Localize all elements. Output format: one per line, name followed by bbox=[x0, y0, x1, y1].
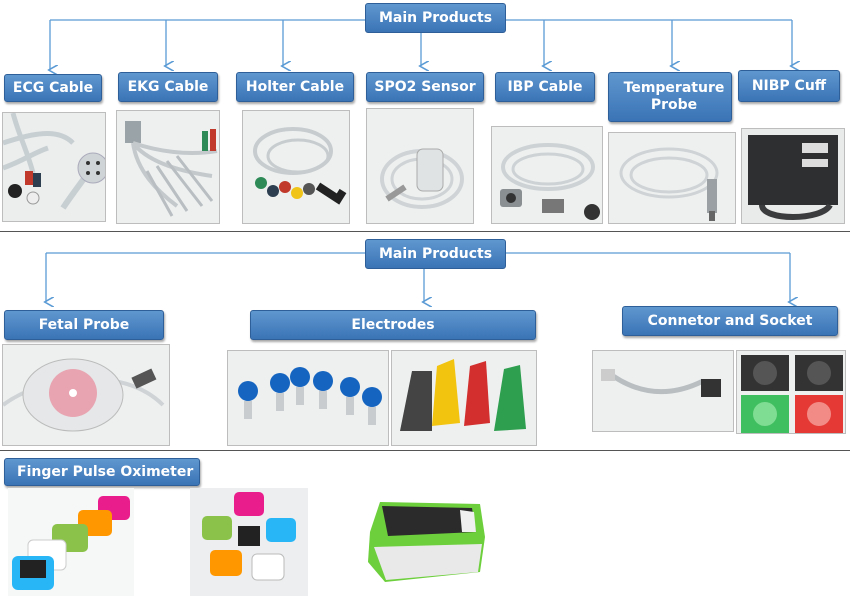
ekg-cable-header: EKG Cable bbox=[118, 72, 218, 102]
fetal-probe-header: Fetal Probe bbox=[4, 310, 164, 340]
temperature-probe-header: Temperature Probe bbox=[608, 72, 732, 122]
ibp-cable-label: IBP Cable bbox=[507, 78, 583, 95]
nibp-cuff-label: NIBP Cuff bbox=[751, 77, 827, 94]
fetal-probe-image bbox=[2, 344, 170, 446]
section2-arrows bbox=[0, 252, 850, 318]
ekg-cable-image bbox=[116, 110, 220, 224]
section1-main-products-header: Main Products bbox=[365, 3, 506, 33]
oximeter-group-image-1 bbox=[8, 488, 134, 596]
holter-cable-header: Holter Cable bbox=[236, 72, 354, 102]
oximeter-single-image bbox=[360, 492, 490, 588]
holter-cable-label: Holter Cable bbox=[245, 78, 345, 95]
ekg-cable-label: EKG Cable bbox=[127, 78, 209, 95]
electrodes-ball-image bbox=[227, 350, 389, 446]
section2-main-products-header: Main Products bbox=[365, 239, 506, 269]
holter-cable-image bbox=[242, 110, 350, 224]
section2-title: Main Products bbox=[378, 246, 493, 262]
electrodes-clip-image bbox=[391, 350, 537, 446]
section1-arrows bbox=[0, 19, 850, 240]
oximeter-group-image-2 bbox=[190, 488, 308, 596]
electrodes-label: Electrodes bbox=[351, 316, 435, 333]
section-divider-2 bbox=[0, 450, 850, 451]
connector-sockets-image bbox=[736, 350, 846, 434]
fetal-probe-label: Fetal Probe bbox=[38, 316, 130, 333]
ibp-cable-header: IBP Cable bbox=[495, 72, 595, 102]
spo2-sensor-image bbox=[366, 108, 474, 224]
electrodes-header: Electrodes bbox=[250, 310, 536, 340]
connector-socket-header: Connetor and Socket bbox=[622, 306, 838, 336]
temperature-probe-image bbox=[608, 132, 736, 224]
spo2-sensor-label: SPO2 Sensor bbox=[374, 78, 476, 95]
ecg-cable-image bbox=[2, 112, 106, 222]
finger-pulse-oximeter-label: Finger Pulse Oximeter bbox=[17, 463, 194, 480]
connector-socket-label: Connetor and Socket bbox=[647, 312, 813, 329]
finger-pulse-oximeter-header: Finger Pulse Oximeter bbox=[4, 458, 200, 486]
nibp-cuff-image bbox=[741, 128, 845, 224]
connector-cable-image bbox=[592, 350, 734, 432]
ecg-cable-header: ECG Cable bbox=[4, 74, 102, 102]
ecg-cable-label: ECG Cable bbox=[12, 79, 94, 96]
spo2-sensor-header: SPO2 Sensor bbox=[366, 72, 484, 102]
section-divider-1 bbox=[0, 231, 850, 232]
section1-title: Main Products bbox=[378, 10, 493, 26]
nibp-cuff-header: NIBP Cuff bbox=[738, 70, 840, 102]
temperature-probe-label: Temperature Probe bbox=[623, 80, 725, 113]
ibp-cable-image bbox=[491, 126, 603, 224]
